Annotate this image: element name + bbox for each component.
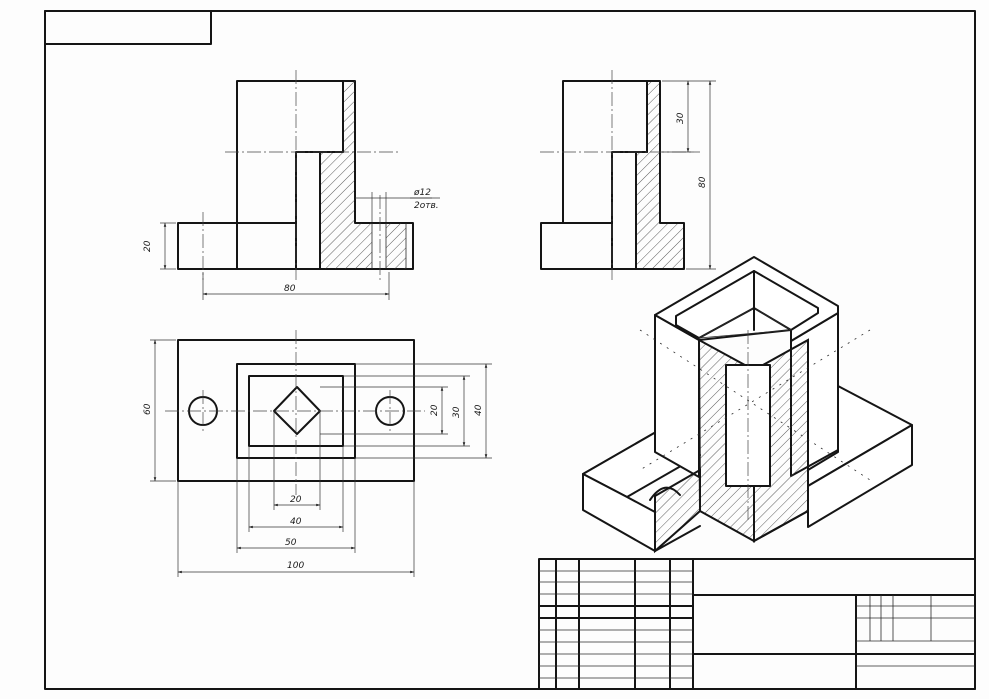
top-dim-20-right: 20	[430, 404, 440, 416]
title-block	[538, 558, 976, 690]
top-left-stamp-box	[44, 10, 212, 45]
top-dim-40-bottom: 40	[290, 517, 302, 527]
side-dim-80: 80	[698, 176, 708, 188]
isometric-view	[582, 256, 913, 554]
top-dim-50-bottom: 50	[285, 538, 297, 548]
side-dim-30: 30	[676, 112, 686, 124]
hole-diameter-label: ø12	[413, 188, 431, 198]
top-view	[150, 330, 492, 577]
top-dim-20-bottom: 20	[290, 495, 302, 505]
top-dim-30-right: 30	[452, 406, 462, 418]
top-dim-100-bottom: 100	[287, 561, 304, 571]
hole-count-label: 2отв.	[414, 201, 439, 211]
front-dim-20: 20	[143, 240, 153, 252]
top-dim-60: 60	[143, 403, 153, 415]
top-dim-40-right: 40	[474, 404, 484, 416]
sheet-border	[44, 10, 976, 690]
front-view	[160, 70, 440, 300]
side-view	[540, 70, 716, 280]
front-dim-80: 80	[284, 284, 296, 294]
